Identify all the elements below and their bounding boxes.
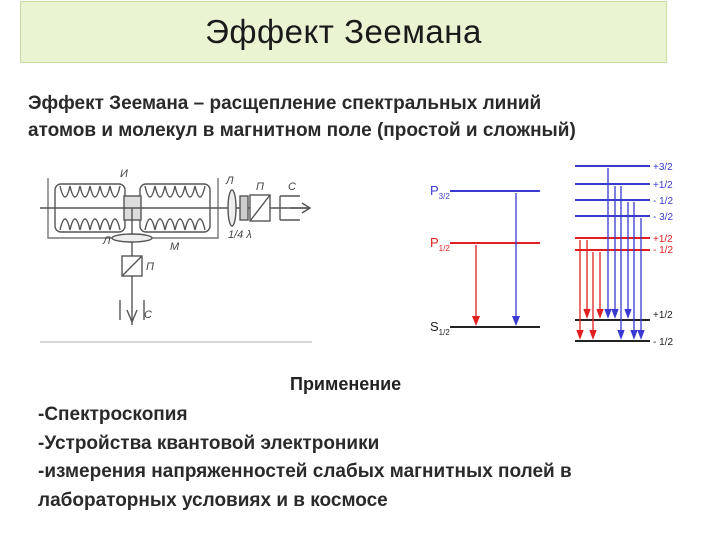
intro-text: Эффект Зеемана – расщепление спектральны…: [28, 90, 668, 144]
label-blue-2: +1/2: [653, 180, 673, 191]
intro-line-1: Эффект Зеемана – расщепление спектральны…: [28, 93, 542, 114]
apparatus-schematic: [40, 178, 312, 343]
intro-line-2: атомов и молекул в магнитном поле (прост…: [28, 120, 576, 141]
label-spectrograph-right: С: [288, 181, 296, 193]
label-polarizer-bottom: П: [146, 261, 154, 273]
applications-list: -Спектроскопия -Устройства квантовой эле…: [38, 401, 678, 515]
label-polarizer-right: П: [256, 181, 264, 193]
label-red-1: +1/2: [653, 234, 673, 245]
list-item: -Устройства квантовой электроники: [38, 432, 380, 454]
lens-right: [227, 189, 237, 227]
label-p12: P1/2: [430, 235, 450, 253]
label-p32: P3/2: [430, 183, 450, 201]
label-source: И: [120, 168, 128, 180]
label-s12: S1/2: [430, 319, 450, 337]
label-blue-3: - 1/2: [653, 196, 673, 207]
list-item: -измерения напряженностей слабых магнитн…: [38, 461, 572, 482]
quarter-wave-plate: [239, 195, 249, 221]
title-banner: Эффект Зеемана: [20, 1, 667, 63]
spectrograph-right: [279, 195, 300, 221]
page-title: Эффект Зеемана: [205, 13, 482, 50]
transitions-red: [576, 240, 604, 340]
label-quarter-lambda: 1/4 λ: [228, 229, 252, 241]
label-spectrograph-bottom: С: [144, 309, 152, 321]
spectrograph-bottom: [119, 300, 145, 320]
transitions-blue: [604, 168, 645, 340]
energy-levels-simple: P3/2 P1/2 S1/2: [430, 183, 540, 337]
label-blue-4: - 3/2: [653, 212, 673, 223]
label-black-1: +1/2: [653, 310, 673, 321]
label-black-2: - 1/2: [653, 337, 673, 348]
lens-middle: [111, 233, 153, 243]
label-magnet: М: [170, 241, 180, 253]
list-item: лабораторных условиях и в космосе: [38, 489, 388, 511]
list-item: -Спектроскопия: [38, 404, 188, 425]
label-blue-1: +3/2: [653, 162, 673, 173]
label-lens-top: Л: [225, 175, 234, 187]
energy-levels-split: +3/2 +1/2 - 1/2 - 3/2 +1/2 - 1/2 +1/2 - …: [575, 162, 673, 348]
label-lens-middle: Л: [102, 235, 111, 247]
label-red-2: - 1/2: [653, 245, 673, 256]
applications-heading: Применение: [290, 374, 402, 394]
